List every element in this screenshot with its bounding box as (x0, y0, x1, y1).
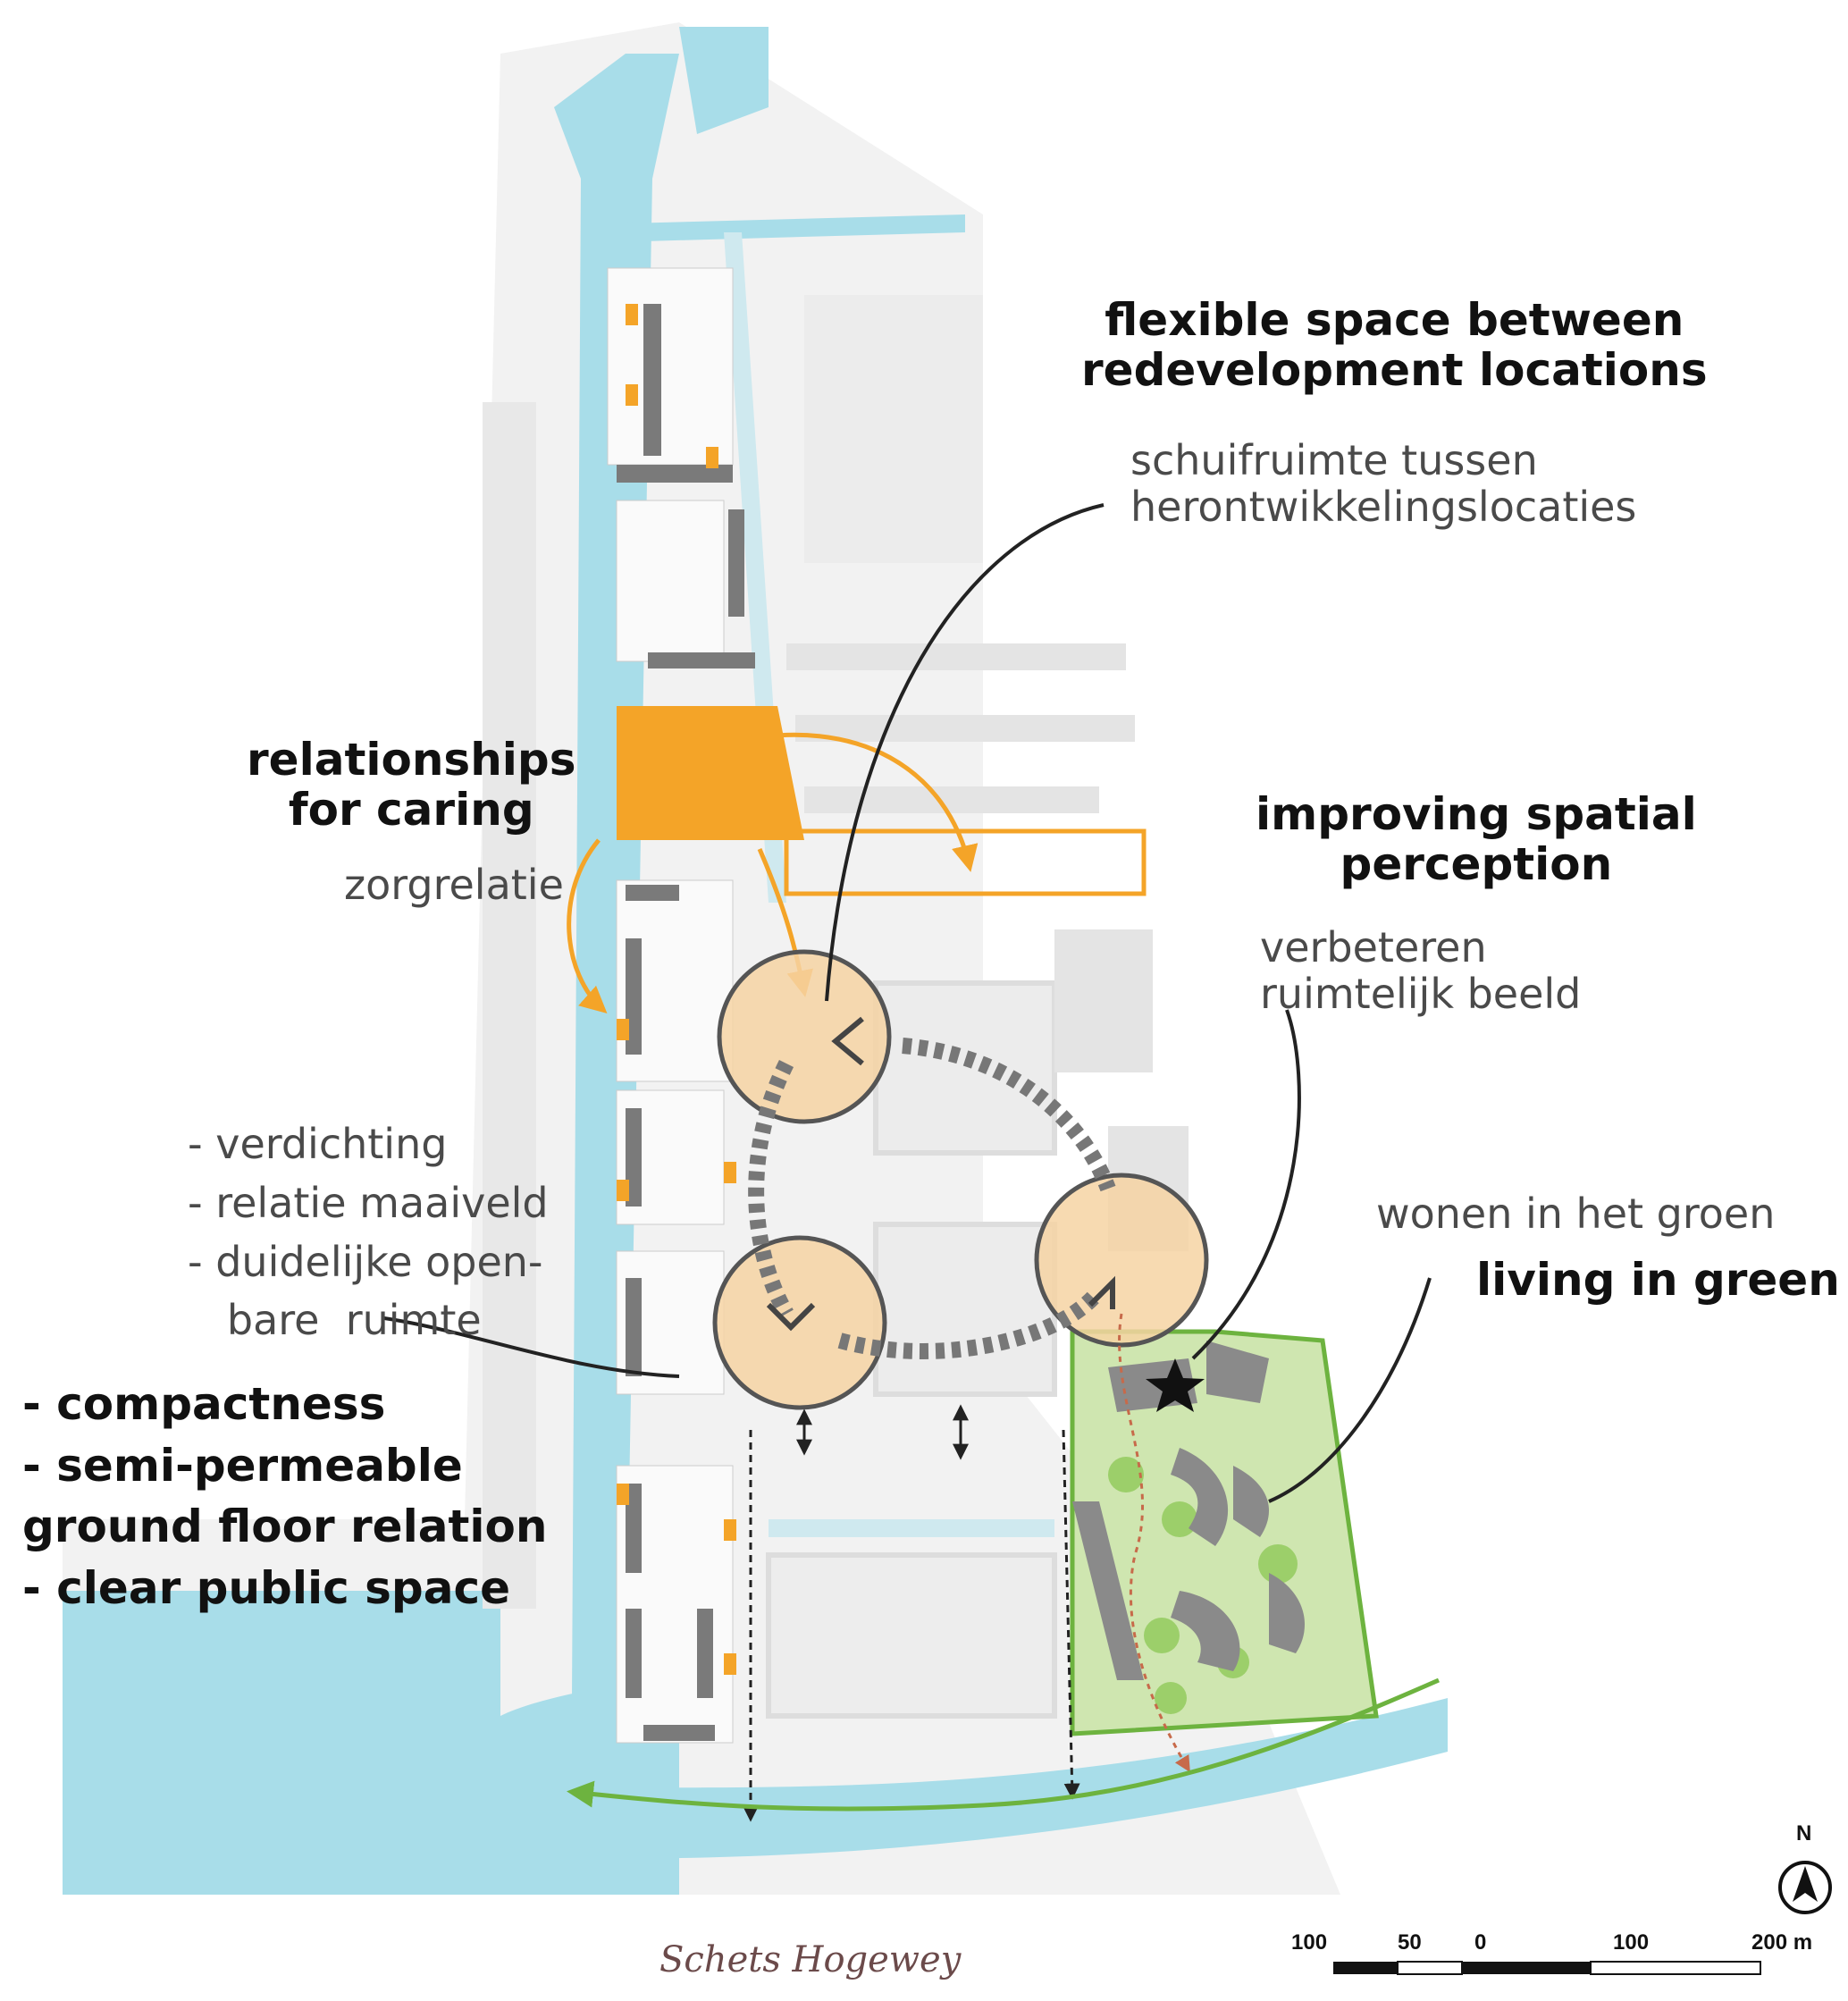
scale-tick-5: 200 m (1751, 1930, 1813, 1955)
label-improving-en: improving spatial perception (1256, 788, 1697, 890)
label-flexible-space-nl: schuifruimte tussen herontwikkelingsloca… (1130, 436, 1637, 531)
park-trees (1108, 1457, 1298, 1714)
label-density-nl: - verdichting - relatie maaiveld - duide… (188, 1120, 549, 1345)
direction-chevrons (766, 1016, 1115, 1332)
label-density-en: - compactness - semi-permeable ground fl… (22, 1378, 548, 1614)
access-arrows (743, 1404, 1080, 1822)
star-icon (1146, 1358, 1205, 1412)
label-green-en: living in green (1476, 1254, 1840, 1306)
connection-arc (748, 1038, 1116, 1359)
label-relationships-nl: zorgrelatie (344, 861, 564, 909)
scale-bar (1333, 1961, 1761, 1975)
redevelopment-circles (712, 949, 1209, 1410)
care-block (617, 706, 804, 840)
north-label: N (1796, 1821, 1812, 1845)
scale-tick-2: 50 (1398, 1930, 1422, 1955)
scale-tick-3: 0 (1474, 1930, 1487, 1955)
label-flexible-space-en: flexible space between redevelopment loc… (1081, 294, 1708, 396)
scale-tick-1: 100 (1291, 1930, 1328, 1955)
label-relationships-en: relationships for caring (247, 734, 576, 836)
scale-tick-4: 100 (1613, 1930, 1650, 1955)
north-arrow-icon (1778, 1861, 1832, 1914)
buildings (607, 267, 1305, 1744)
leader-lines (383, 503, 1432, 1503)
label-improving-nl: verbeteren ruimtelijk beeld (1260, 923, 1582, 1018)
map-caption: Schets Hogewey (659, 1939, 962, 1980)
green-route (567, 1677, 1441, 1812)
label-green-nl: wonen in het groen (1376, 1190, 1776, 1238)
